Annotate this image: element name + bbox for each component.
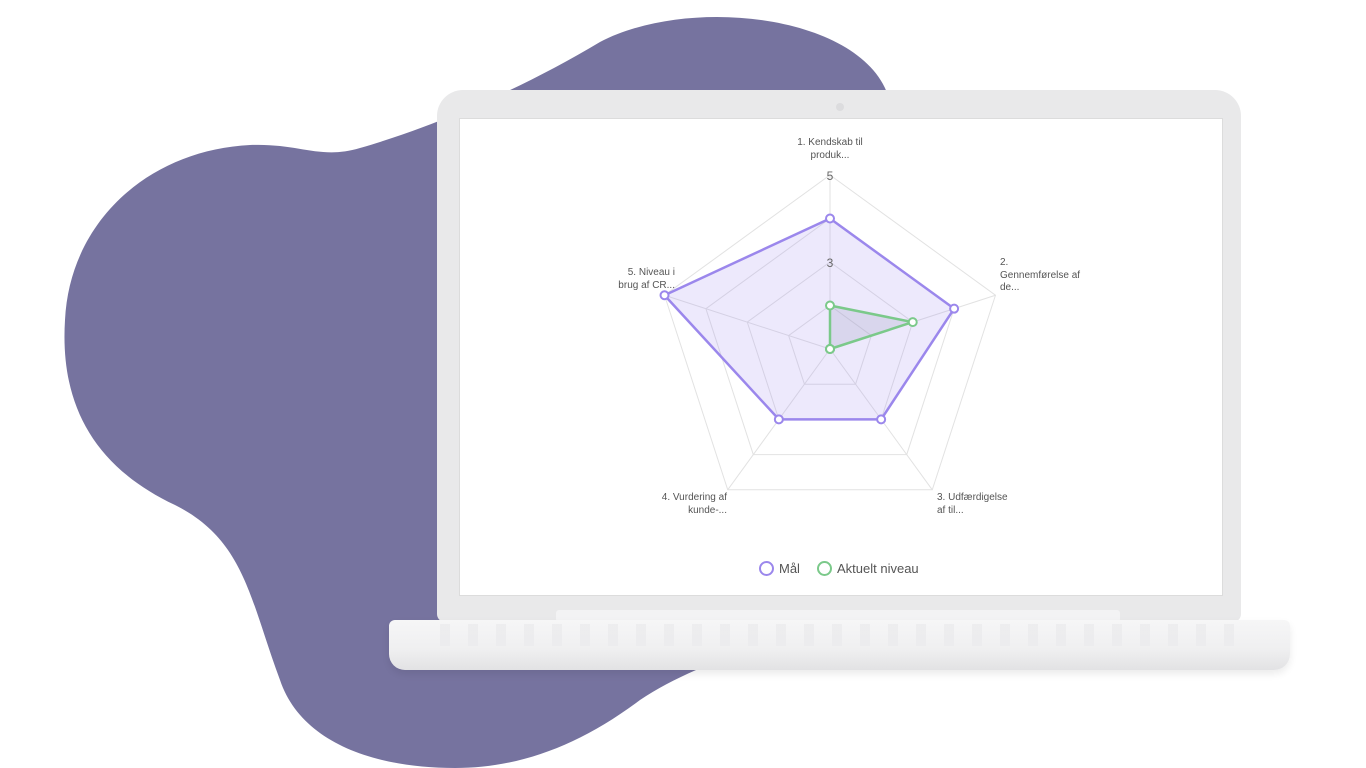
data-point xyxy=(825,344,835,354)
legend-swatch-current xyxy=(817,561,832,576)
legend-label: Aktuelt niveau xyxy=(837,561,919,576)
series-area-1 xyxy=(828,304,914,351)
axis-line xyxy=(664,294,831,350)
data-point xyxy=(949,303,960,314)
tick-label: 5 xyxy=(827,169,834,183)
legend-swatch-target xyxy=(759,561,774,576)
laptop-keyboard xyxy=(440,624,1240,646)
data-point xyxy=(659,290,670,301)
grid-ring xyxy=(788,304,872,385)
data-point xyxy=(773,414,784,425)
data-point xyxy=(907,317,918,328)
data-point xyxy=(825,300,835,311)
legend-item-target[interactable]: Mål xyxy=(759,561,800,576)
data-point xyxy=(825,213,835,224)
grid-ring xyxy=(663,174,997,491)
legend-item-current[interactable]: Aktuelt niveau xyxy=(817,561,919,576)
laptop-screen xyxy=(459,118,1223,596)
legend-label: Mål xyxy=(779,561,800,576)
series-area-0 xyxy=(663,217,956,421)
laptop-camera xyxy=(836,103,844,111)
laptop-hinge xyxy=(556,610,1120,622)
tick-label: 3 xyxy=(827,256,834,270)
data-point xyxy=(876,414,887,425)
